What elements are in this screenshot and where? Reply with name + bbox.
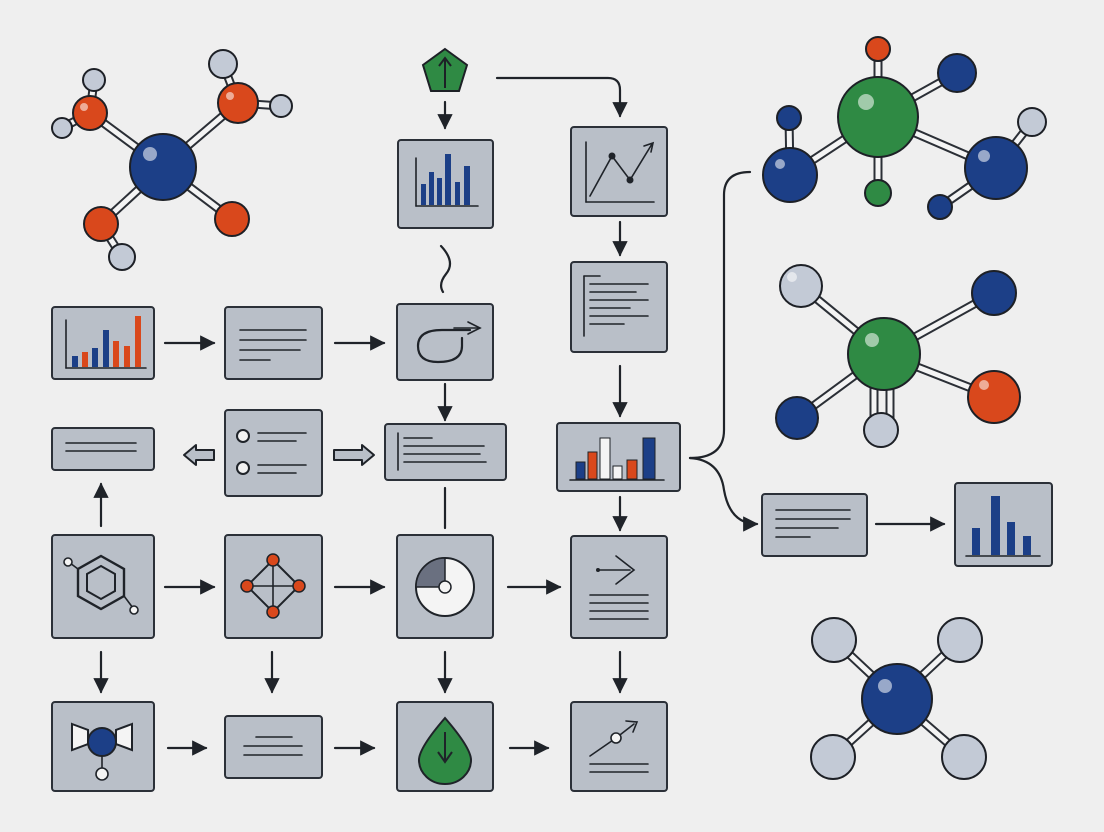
branch-molecule-icon (71, 722, 133, 781)
hexagon-molecule-node (51, 534, 155, 639)
molecule-bottom-right (810, 617, 987, 780)
text-lines-icon (239, 329, 307, 361)
hollow-arrow-right-icon (333, 444, 375, 466)
cycle-icon (416, 321, 482, 364)
bar-chart-node-right (954, 482, 1053, 567)
branch-molecule-node (51, 701, 155, 792)
text-lines-icon (65, 442, 137, 452)
bar-chart-icon (65, 316, 147, 369)
pie-chart-icon (415, 557, 475, 617)
molecule-middle-right (775, 264, 1021, 448)
text-node-row4 (224, 715, 323, 779)
bar-chart-node-top (397, 139, 494, 229)
trend-node (570, 701, 668, 792)
graph-icon (240, 553, 306, 619)
graph-node (224, 534, 323, 639)
text-arrow-node (570, 535, 668, 639)
bar-chart-icon (965, 496, 1041, 557)
trend-icon (589, 720, 649, 773)
molecule-hexagon-icon (63, 554, 139, 615)
text-lines-icon (775, 509, 851, 538)
molecule-top-left (51, 49, 293, 271)
droplet-node (396, 701, 494, 792)
pentagon-node (421, 47, 469, 92)
text-node-row1 (224, 306, 323, 380)
text-node-right (761, 493, 868, 557)
hollow-arrow-left-icon (183, 444, 215, 466)
list-icon (236, 429, 307, 475)
bar-chart-icon (569, 437, 665, 481)
line-chart-node (570, 126, 668, 217)
list-node (224, 409, 323, 497)
molecule-top-right (762, 36, 1047, 220)
arrow-document-icon (589, 555, 649, 620)
bar-chart-node-mid (556, 422, 681, 492)
text-node-row2-left (51, 427, 155, 471)
document-icon (583, 275, 649, 337)
text-lines-icon (243, 736, 303, 756)
pentagon-arrow-icon (438, 56, 452, 88)
bar-chart-icon (415, 154, 479, 207)
text-lines-icon (397, 432, 487, 471)
colored-bar-chart-node (51, 306, 155, 380)
cycle-node (396, 303, 494, 381)
pie-chart-node (396, 534, 494, 639)
document-node (570, 261, 668, 353)
line-chart-icon (585, 141, 655, 203)
text-node-row2-mid (384, 423, 507, 481)
connectors (93, 76, 946, 756)
droplet-icon (417, 716, 473, 785)
